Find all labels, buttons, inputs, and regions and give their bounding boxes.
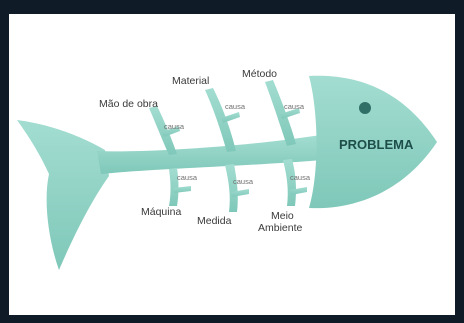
cause-label-1: causa: [164, 122, 185, 131]
label-metodo: Método: [242, 68, 277, 80]
cause-label-2: causa: [225, 102, 246, 111]
spur-2: [221, 112, 240, 123]
diagram-canvas: Mão de obra Material Método Máquina Medi…: [9, 14, 455, 315]
spur-1: [161, 126, 180, 137]
fish-eye: [359, 102, 371, 114]
label-maquina: Máquina: [141, 206, 181, 218]
label-material: Material: [172, 75, 209, 87]
bone-material: [205, 88, 236, 152]
spur-5: [231, 189, 249, 197]
problem-label: PROBLEMA: [339, 137, 414, 152]
cause-label-6: causa: [290, 173, 311, 182]
spur-6: [290, 187, 307, 195]
bone-metodo: [265, 80, 296, 146]
bone-mao-de-obra: [149, 106, 177, 155]
fish-tail: [17, 120, 109, 270]
fishbone-diagram: Mão de obra Material Método Máquina Medi…: [17, 68, 437, 270]
label-medida: Medida: [197, 215, 232, 227]
fish-spine: [97, 135, 323, 174]
label-mao-de-obra: Mão de obra: [99, 98, 158, 110]
bone-maquina: [169, 168, 179, 206]
label-meio-ambiente-line1: Meio: [271, 210, 294, 222]
spur-4: [173, 186, 191, 193]
label-meio-ambiente-line2: Ambiente: [258, 222, 303, 234]
bone-meio-ambiente: [283, 159, 296, 206]
cause-label-4: causa: [177, 173, 198, 182]
bone-medida: [225, 164, 238, 212]
fish-head: [309, 75, 437, 209]
cause-label-5: causa: [233, 177, 254, 186]
cause-label-3: causa: [284, 102, 305, 111]
spur-3: [280, 108, 300, 119]
